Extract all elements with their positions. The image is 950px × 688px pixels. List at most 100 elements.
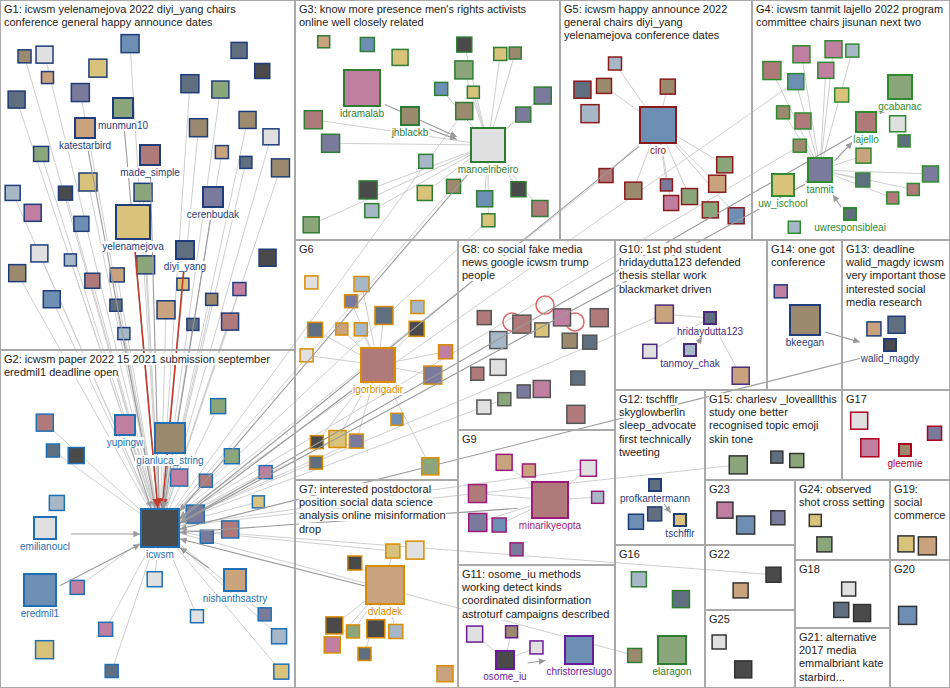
avatar-image [324, 637, 340, 653]
user-label: ciro [649, 145, 667, 156]
user-node: gcabanac [877, 74, 922, 112]
avatar-image [36, 46, 53, 63]
group-panel: G1: icwsm yelenamejova 2022 diyi_yang ch… [0, 0, 295, 350]
avatar-image [336, 323, 348, 335]
follow-edge [180, 175, 467, 511]
user-node: diyi_yang [163, 240, 207, 272]
avatar-image [468, 485, 486, 503]
avatar-image [157, 301, 175, 319]
avatar-image [793, 46, 810, 63]
avatar-image [175, 240, 195, 260]
user-label: dvladek [367, 606, 403, 617]
avatar-image [171, 469, 188, 486]
avatar-image [360, 347, 396, 383]
group-panel: G22 [705, 545, 795, 610]
group-title: G3: know more presence men's rights acti… [299, 3, 526, 28]
group-title: G16 [619, 548, 640, 560]
user-node: gianluca_string [135, 422, 204, 466]
avatar-image [567, 405, 585, 423]
avatar-image [628, 514, 643, 529]
avatar-image [140, 508, 180, 548]
avatar-image [105, 665, 118, 678]
group-title: G24: observed shot cross setting [799, 483, 885, 508]
avatar-image [211, 399, 226, 414]
user-node: tanmoy_chak [659, 343, 720, 369]
avatar-image [846, 44, 859, 57]
avatar-image [46, 444, 59, 457]
user-node: elaragon [652, 635, 693, 677]
user-node: yupingw [106, 414, 145, 448]
avatar-image [672, 591, 689, 608]
avatar-image [343, 69, 381, 107]
group-panel: G11: osome_iu methods working detect kin… [458, 565, 615, 688]
group-title: G15: charlesv _lovealllthis study one be… [709, 393, 837, 445]
avatar-image [189, 119, 207, 137]
group-panel: G2: icwsm paper 2022 15 2021 submission … [0, 350, 295, 688]
avatar-image [391, 413, 403, 425]
avatar-image [861, 439, 879, 457]
follow-line [160, 162, 246, 528]
group-title: G4: icwsm tanmit lajello 2022 program co… [756, 3, 943, 28]
user-node: uwresponsibleai [813, 207, 887, 233]
avatar-image [346, 625, 359, 638]
avatar-image [729, 456, 747, 474]
group-panel: G6igorbrigadir [295, 240, 458, 480]
group-heading: G6 [296, 241, 457, 258]
avatar-image [5, 185, 20, 200]
avatar-image [599, 169, 613, 183]
avatar-image [231, 42, 247, 58]
avatar-image [85, 273, 100, 288]
follow-line [160, 120, 248, 528]
avatar-image [477, 311, 491, 325]
user-node: cerenbudak [186, 186, 240, 220]
avatar-image [303, 217, 319, 233]
follow-edge [429, 129, 456, 139]
avatar-image [467, 86, 479, 98]
user-label: nishanthsastry [202, 593, 268, 604]
avatar-image [771, 173, 795, 197]
avatar-image [842, 582, 856, 596]
avatar-image [114, 414, 136, 436]
avatar-image [788, 221, 800, 233]
user-node: bkeegan [785, 304, 825, 348]
avatar-image [717, 157, 733, 173]
group-heading: G12: tschfflr skyglowberlin sleep_advoca… [616, 391, 704, 461]
user-label: osome_iu [482, 671, 527, 682]
follow-edge [163, 466, 168, 508]
avatar-image [233, 283, 246, 296]
avatar-image [215, 146, 228, 159]
avatar-image [887, 192, 899, 204]
follow-edge [833, 195, 841, 207]
avatar-image [888, 316, 905, 333]
avatar-image [74, 117, 96, 139]
user-node: made_simple [119, 144, 180, 178]
avatar-image [477, 191, 493, 207]
follow-line [772, 71, 820, 170]
avatar-image [683, 343, 697, 357]
avatar-image [58, 186, 72, 200]
avatar-image [322, 134, 340, 152]
user-node: profkantermann [619, 478, 691, 504]
group-heading: G24: observed shot cross setting [796, 481, 889, 511]
follow-edge [71, 533, 140, 534]
avatar-image [467, 626, 483, 642]
avatar-image [389, 624, 403, 638]
avatar-image [455, 61, 473, 79]
avatar-image [74, 216, 89, 231]
avatar-image [437, 666, 453, 682]
avatar-image [223, 568, 247, 592]
group-heading: G23 [706, 481, 794, 498]
avatar-image [490, 359, 506, 375]
user-label: tanmoy_chak [659, 358, 720, 369]
avatar-image [411, 301, 424, 314]
avatar-image [471, 367, 484, 380]
user-node: idramalab [339, 69, 385, 119]
avatar-image [392, 49, 408, 65]
avatar-image [583, 335, 597, 349]
avatar-image [147, 572, 162, 587]
user-label: gcabanac [877, 101, 922, 112]
avatar-image [318, 36, 330, 48]
user-node: icwsm [140, 508, 180, 560]
avatar-image [818, 62, 834, 78]
group-panel: G21: alternative 2017 media emmalbriant … [795, 628, 890, 688]
